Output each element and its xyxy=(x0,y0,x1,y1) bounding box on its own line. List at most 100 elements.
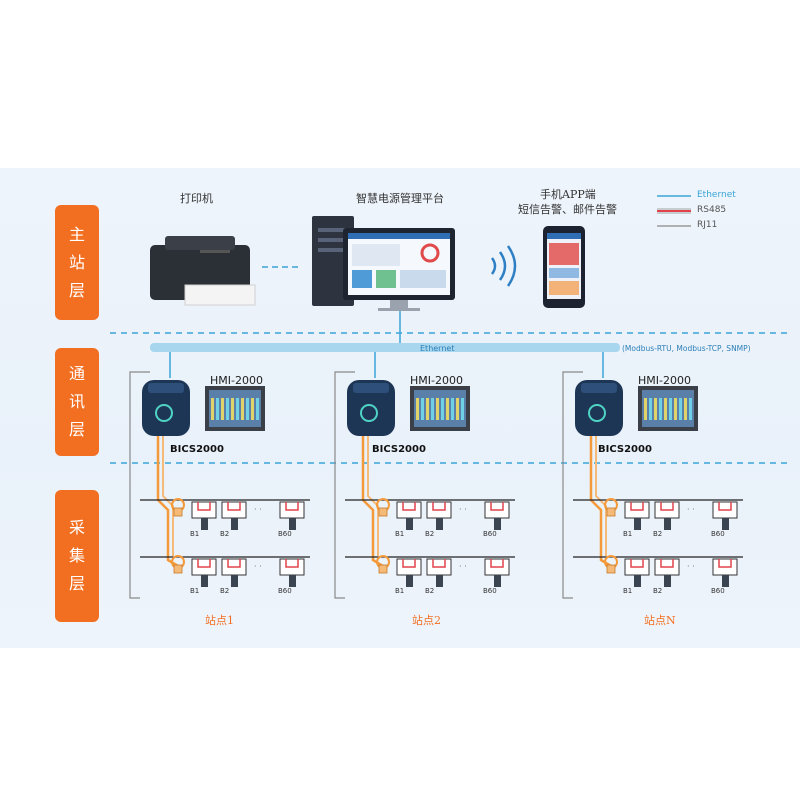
battery-sensor xyxy=(201,575,208,587)
site-2-hmi-label: HMI-2000 xyxy=(410,374,463,387)
hmi-bar xyxy=(251,398,254,420)
hmi-bar xyxy=(416,398,419,420)
legend-rs485-label: RS485 xyxy=(697,205,727,215)
battery-ellipsis: · · xyxy=(459,505,467,514)
layer-comm-tag: 通 讯 层 xyxy=(55,348,99,456)
controller-indicator xyxy=(588,404,606,422)
battery-sensor xyxy=(664,575,671,587)
layer-master-char-1: 主 xyxy=(68,224,85,244)
battery-rs485-link xyxy=(490,559,504,568)
sensor-module xyxy=(378,507,388,517)
hmi-bar xyxy=(221,398,224,420)
hmi-bar xyxy=(226,398,229,420)
battery-rs485-link xyxy=(285,502,299,511)
battery-rs485-link xyxy=(718,502,732,511)
battery-sensor xyxy=(436,518,443,530)
site-2-controller-label: BICS2000 xyxy=(372,444,426,455)
controller-top xyxy=(148,383,184,393)
battery-sensor xyxy=(634,518,641,530)
site-n-name: 站点N xyxy=(644,614,676,627)
battery-label: B2 xyxy=(653,530,662,538)
controller-indicator xyxy=(360,404,378,422)
battery-sensor xyxy=(494,575,501,587)
hmi-bar xyxy=(451,398,454,420)
battery-rs485-link xyxy=(660,502,674,511)
battery-sensor xyxy=(231,575,238,587)
sensor-module xyxy=(606,507,616,517)
battery-label: B60 xyxy=(483,530,497,538)
hmi-bar xyxy=(431,398,434,420)
hmi-bar xyxy=(216,398,219,420)
battery-sensor xyxy=(289,575,296,587)
battery-sensor xyxy=(494,518,501,530)
battery-label: B1 xyxy=(395,587,404,595)
layer-master-tag: 主 站 层 xyxy=(55,205,99,320)
layer-comm-char-3: 层 xyxy=(68,420,85,439)
battery-rs485-link xyxy=(197,502,211,511)
battery-ellipsis: · · xyxy=(254,505,262,514)
sensor-module xyxy=(173,564,183,574)
hmi-bar xyxy=(659,398,662,420)
hmi-bar xyxy=(664,398,667,420)
hmi-bar xyxy=(644,398,647,420)
legend-lines xyxy=(657,195,691,227)
battery-rs485-link xyxy=(285,559,299,568)
battery-label: B2 xyxy=(653,587,662,595)
layer-comm-char-2: 讯 xyxy=(68,392,85,411)
controller-top xyxy=(581,383,617,393)
site-n-controller-label: BICS2000 xyxy=(598,444,652,455)
battery-sensor xyxy=(634,575,641,587)
layer-comm-char-1: 通 xyxy=(68,364,85,383)
platform-label: 智慧电源管理平台 xyxy=(356,192,444,205)
battery-label: B1 xyxy=(623,530,632,538)
site-rj11-bracket xyxy=(129,371,150,599)
hmi-bar xyxy=(436,398,439,420)
hmi-bar xyxy=(679,398,682,420)
app-label-1: 手机APP端 xyxy=(540,188,596,201)
phone-icon xyxy=(543,226,585,308)
hmi-bar xyxy=(421,398,424,420)
battery-sensor xyxy=(406,518,413,530)
layer-collect-tag: 采 集 层 xyxy=(55,490,99,622)
battery-rs485-link xyxy=(660,559,674,568)
controller-indicator xyxy=(155,404,173,422)
rs485-orange-b xyxy=(367,436,379,556)
battery-rs485-link xyxy=(402,559,416,568)
battery-sensor xyxy=(722,518,729,530)
site-1-hmi-label: HMI-2000 xyxy=(210,374,263,387)
battery-ellipsis: · · xyxy=(687,562,695,571)
battery-label: B60 xyxy=(483,587,497,595)
site-rj11-bracket xyxy=(562,371,583,599)
rs485-orange-b xyxy=(595,436,607,556)
battery-sensor xyxy=(406,575,413,587)
controller-top xyxy=(353,383,389,393)
printer-label: 打印机 xyxy=(180,192,213,205)
hmi-bar xyxy=(689,398,692,420)
layer-collect-char-1: 采 xyxy=(68,518,85,537)
layer-collect-char-2: 集 xyxy=(68,546,85,565)
hmi-bar xyxy=(426,398,429,420)
printer-icon xyxy=(150,236,256,306)
layer-collect-char-3: 层 xyxy=(68,574,85,593)
ethernet-bus-label: Ethernet xyxy=(420,344,454,353)
hmi-bar xyxy=(684,398,687,420)
battery-label: B1 xyxy=(190,530,199,538)
site-n-hmi-label: HMI-2000 xyxy=(638,374,691,387)
battery-rs485-link xyxy=(432,559,446,568)
battery-sensor xyxy=(201,518,208,530)
sensor-module xyxy=(378,564,388,574)
hmi-bar xyxy=(461,398,464,420)
bus-protocols-label: (Modbus-RTU, Modbus-TCP, SNMP) xyxy=(622,344,751,353)
battery-sensor xyxy=(722,575,729,587)
battery-rs485-link xyxy=(630,559,644,568)
hmi-bar xyxy=(246,398,249,420)
ethernet-bus xyxy=(150,343,620,352)
layer-master-char-2: 站 xyxy=(68,252,85,272)
hmi-bar xyxy=(446,398,449,420)
monitor-icon xyxy=(343,228,455,311)
wireless-icon xyxy=(490,245,517,287)
sensor-module xyxy=(173,507,183,517)
